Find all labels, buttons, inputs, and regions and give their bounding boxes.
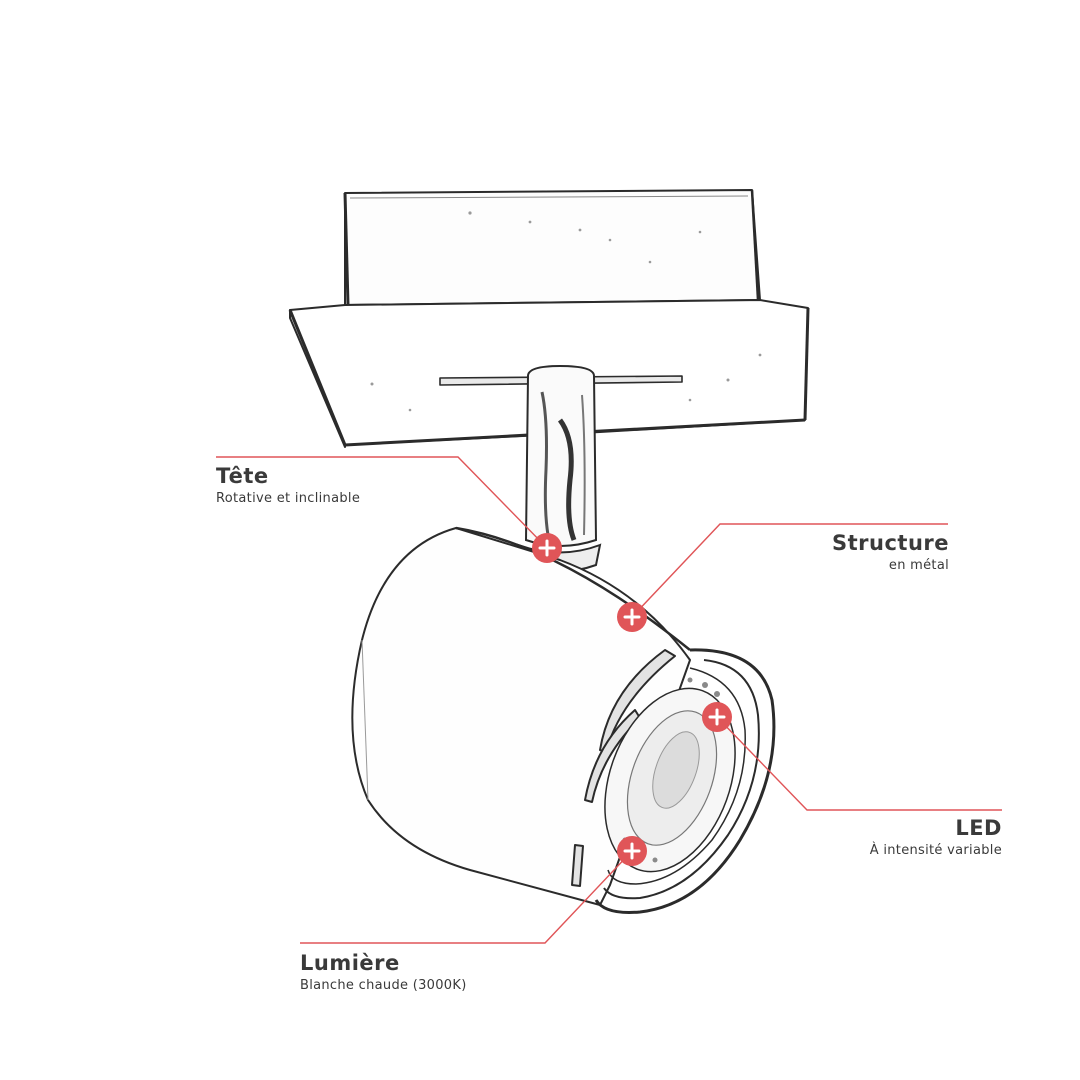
leader-lines (216, 456, 1002, 944)
leader-line-lumiere (300, 850, 633, 944)
callout-structure-title: Structure (831, 531, 949, 555)
plus-icon (708, 708, 726, 726)
plus-icon (538, 539, 556, 557)
spotlight-head-drawing (351, 526, 776, 914)
hotspot-lumiere[interactable] (617, 836, 647, 866)
led-lens-drawing (604, 677, 736, 873)
callout-tete: Tête Rotative et inclinable (216, 463, 360, 509)
callout-lumiere-title: Lumière (300, 951, 400, 975)
leader-line-structure (631, 523, 948, 618)
callout-led-subtitle: À intensité variable (869, 843, 1002, 858)
callout-led-title: LED (955, 816, 1002, 840)
hotspot-structure[interactable] (617, 602, 647, 632)
leader-line-tete (216, 456, 548, 549)
plus-icon (623, 608, 641, 626)
callout-structure: Structure en métal (832, 530, 949, 576)
callout-lumiere: Lumière Blanche chaude (3000K) (300, 950, 467, 996)
plus-icon (623, 842, 641, 860)
hotspot-tete[interactable] (532, 533, 562, 563)
hotspot-led[interactable] (702, 702, 732, 732)
callout-lumiere-subtitle: Blanche chaude (3000K) (300, 978, 467, 993)
callout-tete-subtitle: Rotative et inclinable (216, 491, 361, 506)
callout-structure-subtitle: en métal (888, 558, 949, 573)
callout-tete-title: Tête (216, 464, 269, 488)
leader-line-led (716, 716, 1002, 811)
callout-led: LED À intensité variable (870, 815, 1002, 861)
